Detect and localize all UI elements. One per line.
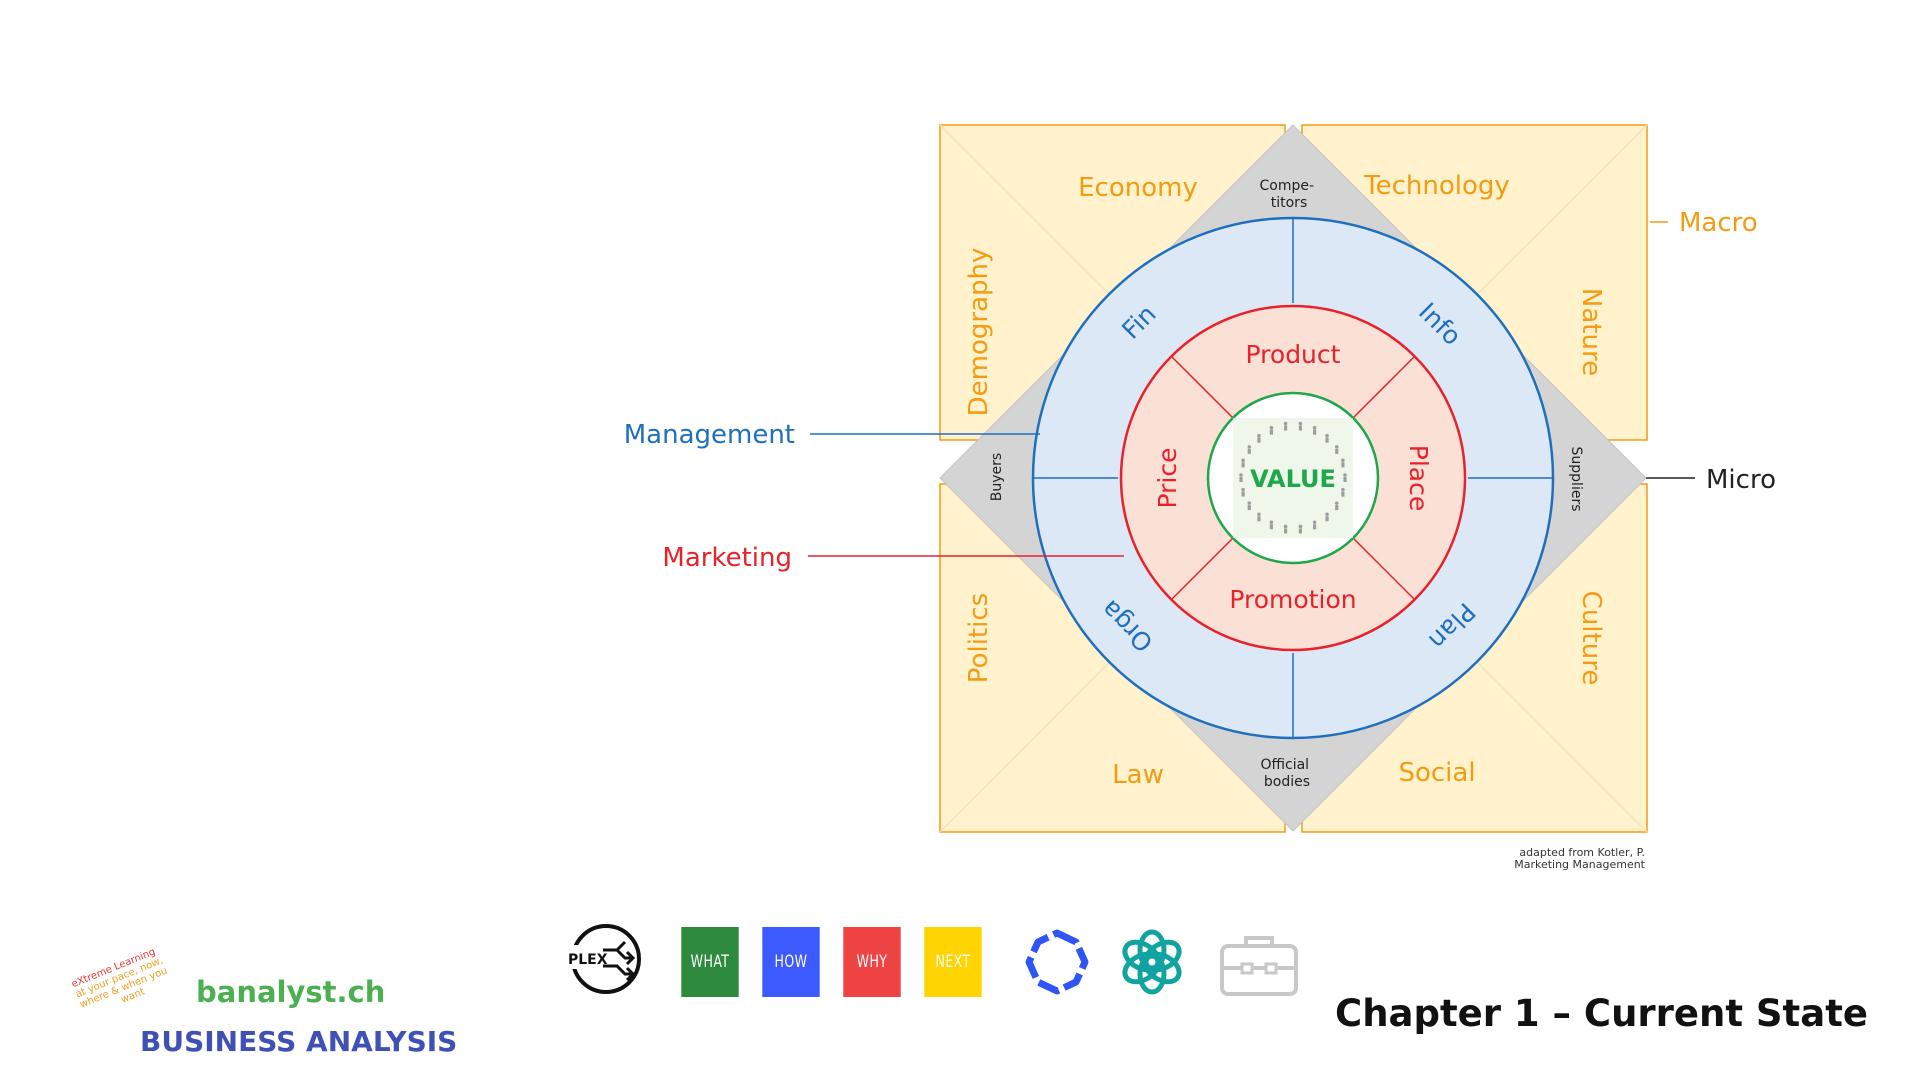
macro-label-politics: Politics [964, 593, 994, 683]
macro-label-nature: Nature [1576, 288, 1606, 376]
person-glyph [1325, 433, 1329, 443]
openai-icon[interactable] [1118, 928, 1186, 996]
person-glyph [1257, 512, 1261, 522]
micro-label-buyers: Buyers [989, 453, 1005, 501]
person-glyph [1325, 512, 1329, 522]
nav-button-why[interactable]: WHY [843, 927, 901, 997]
macro-label-culture: Culture [1576, 591, 1606, 686]
nav-button-next[interactable]: NEXT [924, 927, 982, 997]
briefcase-icon[interactable] [1218, 930, 1300, 998]
person-glyph [1341, 487, 1345, 497]
source-note-line1: adapted from Kotler, P. [1519, 846, 1645, 859]
micro-label-competitors: Compe- titors [1260, 178, 1319, 211]
person-glyph [1241, 487, 1245, 497]
person-glyph [1341, 458, 1345, 468]
macro-labels: Economy Technology Demography Nature Pol… [964, 171, 1606, 790]
people-ring-decoration [1239, 421, 1347, 534]
person-glyph [1334, 445, 1339, 454]
marketing-label-price: Price [1153, 448, 1182, 509]
level-label-macro: Macro [1679, 208, 1758, 238]
macro-label-demography: Demography [964, 248, 994, 417]
person-glyph [1343, 473, 1347, 482]
brand-tagline: BUSINESS ANALYSIS [140, 1025, 458, 1058]
level-label-micro: Micro [1706, 465, 1776, 495]
marketing-label-promotion: Promotion [1229, 585, 1356, 614]
level-labels: Macro Micro Management Marketing [624, 208, 1776, 573]
micro-label-competitors-line2: titors [1271, 195, 1307, 211]
person-glyph [1269, 425, 1274, 435]
micro-label-official-bodies: Official bodies [1260, 757, 1313, 790]
core-value-label: VALUE [1250, 465, 1336, 493]
macro-label-law: Law [1112, 760, 1164, 790]
source-note-line2: Marketing Management [1514, 858, 1645, 871]
person-glyph [1283, 421, 1288, 431]
macro-label-social: Social [1398, 758, 1475, 788]
person-glyph [1269, 520, 1274, 530]
plex-label: PLEX [568, 952, 608, 968]
person-glyph [1239, 473, 1243, 482]
level-connectors [808, 221, 1695, 557]
source-note: adapted from Kotler, P. Marketing Manage… [1514, 846, 1645, 871]
brand-site[interactable]: banalyst.ch [196, 975, 386, 1009]
micro-labels: Compe- titors Official bodies Buyers Sup… [989, 178, 1584, 790]
level-label-marketing: Marketing [662, 543, 792, 573]
macro-label-economy: Economy [1078, 173, 1198, 203]
chapter-title: Chapter 1 – Current State [1335, 992, 1868, 1035]
person-glyph [1257, 433, 1261, 443]
person-glyph [1298, 421, 1303, 431]
marketing-label-place: Place [1404, 445, 1433, 511]
person-glyph [1334, 501, 1339, 511]
person-glyph [1312, 520, 1317, 530]
nav-button-how[interactable]: HOW [762, 927, 820, 997]
macro-label-technology: Technology [1363, 171, 1510, 201]
person-glyph [1247, 501, 1252, 511]
person-glyph [1312, 425, 1317, 435]
plex-icon[interactable]: PLEX [565, 920, 643, 998]
micro-label-competitors-line1: Compe- [1260, 178, 1315, 194]
level-label-management: Management [624, 420, 795, 450]
micro-label-suppliers: Suppliers [1568, 447, 1584, 512]
marketing-label-product: Product [1246, 340, 1341, 369]
nav-button-what[interactable]: WHAT [681, 927, 739, 997]
micro-label-official-line1: Official [1260, 757, 1309, 773]
micro-label-official-line2: bodies [1264, 774, 1310, 790]
value-core [1206, 391, 1380, 565]
person-glyph [1241, 458, 1245, 468]
person-glyph [1283, 524, 1288, 534]
person-glyph [1247, 445, 1252, 454]
perplexity-icon[interactable] [1022, 927, 1092, 997]
marketing-labels: Product Price Place Promotion [1153, 340, 1433, 614]
person-glyph [1298, 524, 1303, 534]
